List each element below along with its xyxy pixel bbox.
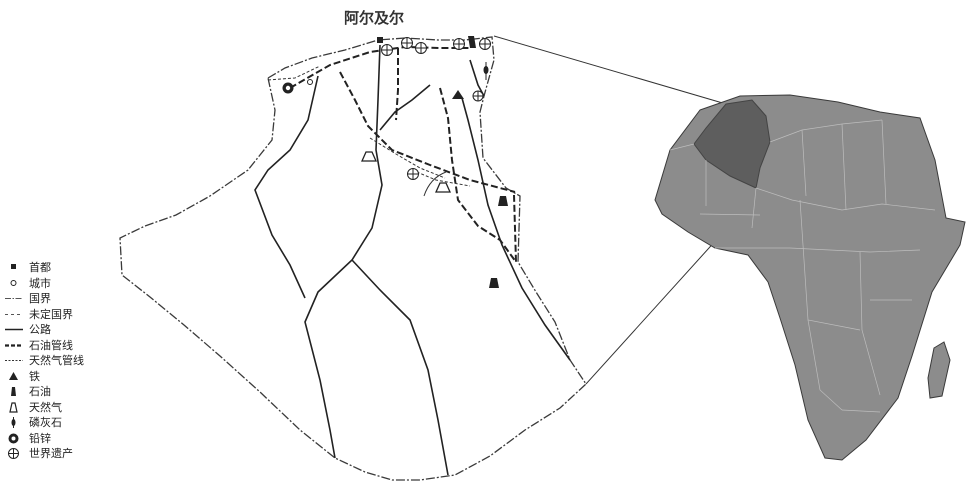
legend-label: 未定国界 xyxy=(29,307,73,321)
legend-item-world-heritage: 世界遗产 xyxy=(4,446,144,462)
city-icon xyxy=(10,279,17,286)
natural-gas-icon xyxy=(9,401,18,413)
africa-continent xyxy=(654,94,966,461)
phosphate-icon xyxy=(11,417,16,428)
oil-pipeline-c xyxy=(439,87,518,266)
road-central xyxy=(304,44,383,459)
map-title: 阿尔及尔 xyxy=(344,9,405,27)
natural-gas-markers xyxy=(360,151,452,193)
lead-zinc-icon xyxy=(8,433,19,443)
legend-item-oil-pipeline: 石油管线 xyxy=(4,338,144,354)
roads xyxy=(254,44,571,476)
legend-label: 国界 xyxy=(29,292,51,305)
legend-label: 世界遗产 xyxy=(29,447,73,460)
legend-label: 石油管线 xyxy=(29,338,73,352)
terrain-arc xyxy=(423,171,447,197)
phosphate-marker xyxy=(483,62,489,80)
legend-label: 公路 xyxy=(29,323,51,336)
legend-item-undefined-border: 未定国界 xyxy=(4,307,144,323)
gas-pipeline-b xyxy=(411,169,471,187)
legend-label: 城市 xyxy=(29,276,51,290)
iron-marker xyxy=(452,90,464,99)
legend-label: 磷灰石 xyxy=(29,416,62,429)
legend-item-capital: 首都 xyxy=(4,260,144,276)
capital-marker xyxy=(377,37,383,43)
legend-label: 铅锌 xyxy=(29,431,51,445)
african-country-borders xyxy=(669,119,936,413)
oil-icon xyxy=(11,387,16,396)
lead-zinc-marker xyxy=(282,82,294,94)
capital-icon xyxy=(11,264,16,269)
legend-item-natural-gas: 天然气 xyxy=(4,400,144,416)
legend-item-road: 公路 xyxy=(4,322,144,338)
legend-label: 铁 xyxy=(29,369,40,383)
legend-item-city: 城市 xyxy=(4,276,144,292)
gas-pipelines xyxy=(267,65,471,187)
gas-pipeline-c xyxy=(369,137,446,179)
oil-pipeline-b xyxy=(339,71,516,193)
city-marker xyxy=(307,79,313,85)
madagascar xyxy=(927,341,951,399)
gas-pipeline-a xyxy=(267,65,321,81)
oil-markers xyxy=(468,36,508,288)
world-heritage-icon xyxy=(8,448,19,459)
oil-pipeline-d xyxy=(395,48,399,121)
road-east-connector xyxy=(379,84,431,131)
oil-pipeline-icon xyxy=(5,343,23,347)
legend-item-border: 国界 xyxy=(4,291,144,307)
legend-label: 天然气管线 xyxy=(29,354,84,367)
legend-label: 首都 xyxy=(29,261,51,274)
legend-label: 石油 xyxy=(29,385,51,398)
legend-item-gas-pipeline: 天然气管线 xyxy=(4,353,144,369)
undefined-border-icon xyxy=(5,313,23,315)
oil-pipelines xyxy=(289,45,518,266)
legend-item-lead-zinc: 铅锌 xyxy=(4,431,144,447)
road-east xyxy=(461,97,571,361)
legend-item-phosphate: 磷灰石 xyxy=(4,415,144,431)
legend-item-iron: 铁 xyxy=(4,369,144,385)
gas-pipeline-icon xyxy=(5,360,23,361)
legend-label: 天然气 xyxy=(29,400,62,414)
legend-item-oil: 石油 xyxy=(4,384,144,400)
border-icon xyxy=(5,298,23,299)
road-west xyxy=(254,75,319,299)
road-central-branch xyxy=(351,259,449,476)
road-icon xyxy=(5,328,23,331)
world-heritage-markers xyxy=(381,37,491,180)
map-legend: 首都 城市 国界 未定国界 公路 石油管线 天然气管线 铁 石油 天然气 磷灰石 xyxy=(4,260,144,462)
iron-icon xyxy=(9,371,18,380)
